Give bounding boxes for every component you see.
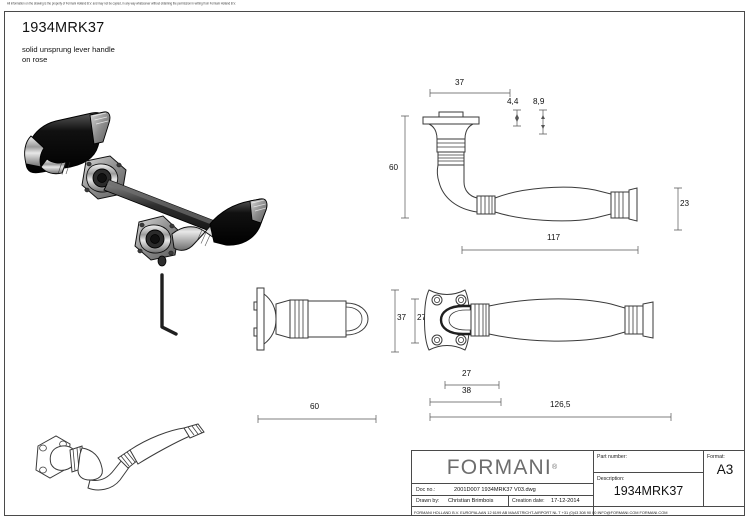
description-label: Description: bbox=[597, 475, 625, 482]
dim-line-plan-38 bbox=[429, 398, 502, 406]
dim-line-37 bbox=[429, 89, 511, 97]
dim-line-117 bbox=[461, 246, 639, 254]
title-block-format: Format: A3 bbox=[704, 451, 746, 506]
doc-no-value: 2001D007 1934MRK37 V03.dwg bbox=[454, 486, 536, 493]
creation-date-value: 17-12-2014 bbox=[551, 498, 580, 504]
title-block: FORMANI® Doc no.: 2001D007 1934MRK37 V03… bbox=[411, 450, 745, 516]
grub-screw-and-allen-key bbox=[157, 255, 178, 336]
lower-rose bbox=[134, 215, 180, 261]
drawn-by-row: Drawn by: Christian Brimbois Creation da… bbox=[412, 495, 593, 506]
description-value: 1934MRK37 bbox=[613, 484, 684, 498]
dim-line-rose-60 bbox=[257, 415, 377, 423]
drawn-by-label: Drawn by: bbox=[416, 498, 440, 504]
format-label: Format: bbox=[707, 453, 725, 460]
format-value: A3 bbox=[716, 462, 734, 477]
dim-rose-inner-27: 27 bbox=[417, 313, 427, 322]
dim-line-23 bbox=[674, 187, 682, 231]
dim-line-60 bbox=[401, 115, 409, 219]
profile-view bbox=[422, 111, 638, 222]
dim-profile-8-9: 8,9 bbox=[533, 97, 545, 106]
dim-profile-4-4: 4,4 bbox=[507, 97, 519, 106]
part-number-field: Part number: bbox=[594, 451, 703, 473]
title-block-left: FORMANI® Doc no.: 2001D007 1934MRK37 V03… bbox=[412, 451, 594, 515]
dim-rose-length-60: 60 bbox=[310, 402, 320, 411]
dim-plan-inner-27: 27 bbox=[462, 369, 472, 378]
part-number-label: Part number: bbox=[597, 453, 627, 460]
logo-text: FORMANI bbox=[446, 455, 552, 479]
page-title: 1934MRK37 bbox=[22, 20, 105, 36]
registered-mark: ® bbox=[551, 464, 559, 471]
doc-no-row: Doc no.: 2001D007 1934MRK37 V03.dwg bbox=[412, 483, 593, 495]
company-footer-text: FORMANI HOLLAND B.V. EUROPALAAN 12 6199 … bbox=[414, 509, 668, 515]
dim-plan-length-126-5: 126,5 bbox=[550, 400, 571, 409]
subtitle-line-1: solid unsprung lever handle bbox=[22, 45, 115, 54]
formani-logo: FORMANI® bbox=[412, 452, 593, 483]
rose-section-view bbox=[253, 287, 369, 351]
title-block-middle: Part number: Description: 1934MRK37 bbox=[594, 451, 704, 506]
doc-no-label: Doc no.: bbox=[416, 486, 436, 493]
copyright-notice: All information on the drawing is the pr… bbox=[7, 2, 236, 6]
dim-line-8-9 bbox=[539, 109, 547, 135]
dim-line-4-4 bbox=[513, 109, 521, 127]
grub-screw bbox=[157, 255, 167, 267]
dim-profile-length-117: 117 bbox=[547, 233, 561, 242]
dim-line-plan-27 bbox=[444, 381, 500, 389]
allen-key bbox=[160, 273, 178, 336]
drawn-by-value: Christian Brimbois bbox=[448, 498, 494, 504]
dim-profile-height-60: 60 bbox=[389, 163, 399, 172]
sheet-border bbox=[4, 11, 745, 516]
plan-view bbox=[424, 289, 654, 351]
dim-line-rose-27 bbox=[411, 298, 419, 344]
dim-line-plan-126-5 bbox=[429, 413, 672, 421]
part-subtitle: solid unsprung lever handle on rose bbox=[22, 45, 115, 64]
dim-profile-width-37: 37 bbox=[455, 78, 465, 87]
rose-screw-holes bbox=[431, 294, 467, 346]
iso-outline-view bbox=[35, 423, 205, 491]
row-divider bbox=[508, 496, 509, 506]
lower-lever bbox=[171, 198, 268, 251]
dim-rose-height-37: 37 bbox=[397, 313, 407, 322]
creation-date-label: Creation date: bbox=[512, 498, 545, 504]
company-footer: FORMANI HOLLAND B.V. EUROPALAAN 12 6199 … bbox=[412, 506, 744, 517]
iso-exploded-view bbox=[24, 111, 268, 261]
upper-lever bbox=[24, 111, 111, 175]
dim-plan-width-38: 38 bbox=[462, 386, 472, 395]
dim-profile-grip-23: 23 bbox=[680, 199, 690, 208]
subtitle-line-2: on rose bbox=[22, 54, 48, 64]
description-field: Description: 1934MRK37 bbox=[594, 473, 703, 506]
dim-line-rose-37 bbox=[391, 289, 399, 353]
